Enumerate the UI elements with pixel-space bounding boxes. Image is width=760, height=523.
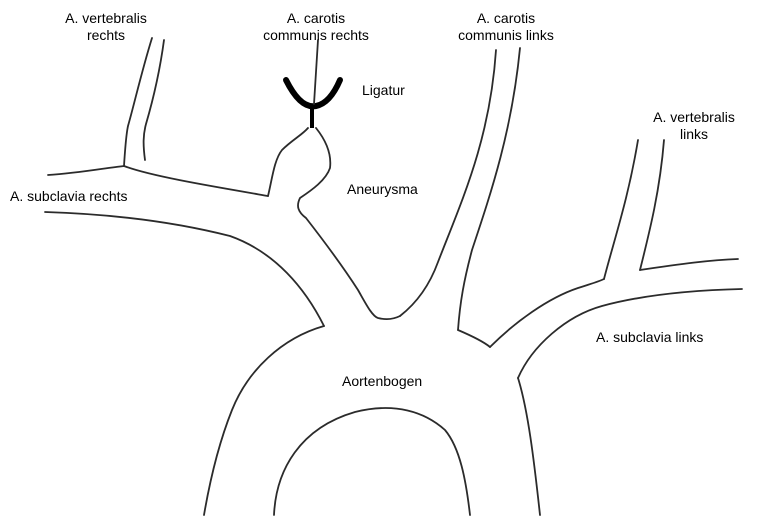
label-subclavia-links: A. subclavia links (596, 329, 703, 346)
subclavia-rechts-lower (45, 212, 324, 326)
label-carotis-links-line1: A. carotis (444, 10, 568, 27)
label-vertebralis-rechts-line1: A. vertebralis (44, 10, 168, 27)
label-aneurysma: Aneurysma (347, 181, 418, 198)
label-vertebralis-links-line1: A. vertebralis (640, 109, 748, 126)
label-carotis-rechts-line1: A. carotis (254, 10, 378, 27)
vertebralis-rechts-left-wall (124, 38, 152, 166)
label-vertebralis-links: A. vertebralis links (640, 109, 748, 143)
label-carotis-links: A. carotis communis links (444, 10, 568, 44)
vertebralis-links-right-wall (640, 140, 664, 270)
carotis-rechts-distal (314, 40, 318, 104)
aneurysm-and-carotis-right-wall (298, 128, 400, 319)
vertebralis-links-left-wall (604, 140, 638, 279)
aortic-arch-inner (274, 408, 470, 515)
label-subclavia-rechts: A. subclavia rechts (10, 188, 128, 205)
label-vertebralis-links-line2: links (640, 126, 748, 143)
label-ligatur: Ligatur (362, 82, 405, 99)
label-vertebralis-rechts: A. vertebralis rechts (44, 10, 168, 44)
carotis-rechts-left-wall (268, 128, 308, 196)
aortic-arch-outer-left (204, 326, 324, 515)
aortic-arch-outer-right (518, 378, 540, 515)
label-carotis-rechts-line2: communis rechts (254, 27, 378, 44)
label-aortenbogen: Aortenbogen (342, 373, 422, 390)
vertebralis-links-junction (640, 259, 738, 270)
label-carotis-rechts: A. carotis communis rechts (254, 10, 378, 44)
ligature-clip (286, 80, 340, 106)
carotis-links-right-wall (458, 48, 520, 330)
label-vertebralis-rechts-line2: rechts (44, 27, 168, 44)
label-carotis-links-line2: communis links (444, 27, 568, 44)
aortic-top-right (458, 330, 490, 347)
